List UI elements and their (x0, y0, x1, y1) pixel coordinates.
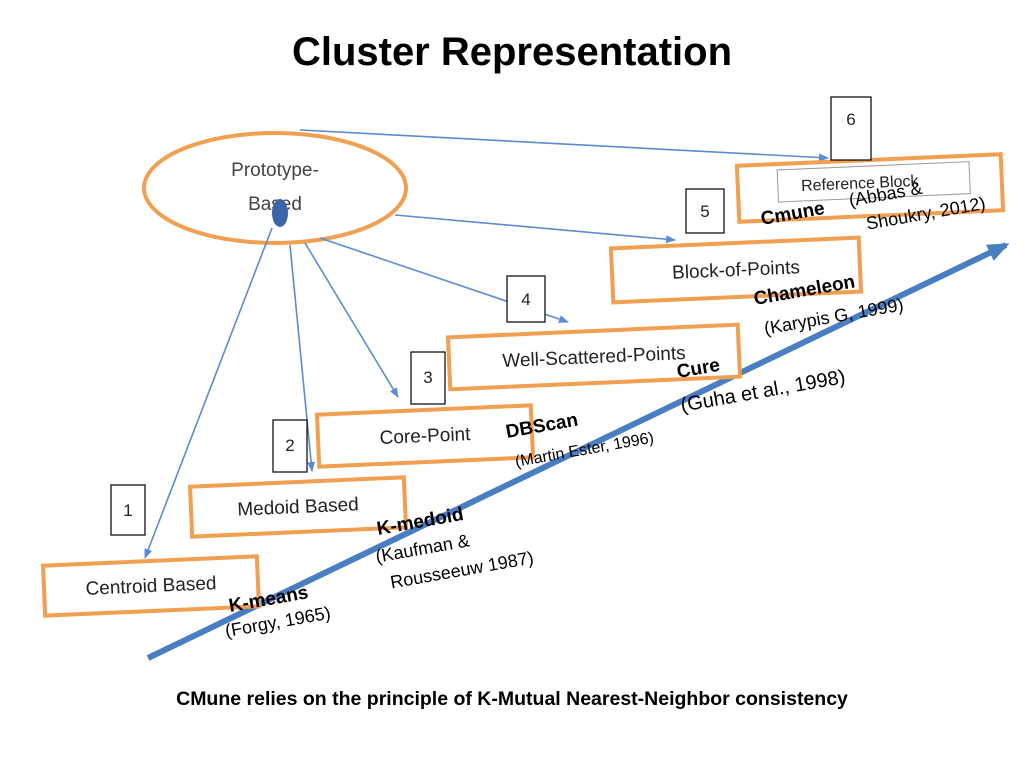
connector-arrows (144, 129, 829, 559)
arrow-to-centroid (144, 227, 273, 559)
stage-number: 5 (700, 202, 709, 221)
stage-label: Reference Block (801, 173, 920, 195)
stage-number: 6 (846, 110, 855, 129)
stage-medoid-based: Medoid Based 2 (187, 419, 409, 539)
stage-reference-block: Reference Block 6 (734, 96, 1006, 224)
arrow-to-reference-block (299, 129, 829, 162)
slide-title: Cluster Representation (291, 30, 733, 74)
slide-caption: CMune relies on the principle of K-Mutua… (176, 688, 848, 710)
stage-well-scattered-points: Well-Scattered-Points 4 (445, 275, 743, 392)
arrow-to-core-point (304, 242, 399, 398)
stage-label: Core-Point (379, 424, 471, 449)
arrow-to-block-of-points (394, 214, 676, 244)
stage-number: 2 (285, 436, 294, 455)
prototype-based-label-line1: Prototype- (231, 160, 319, 181)
stage-core-point: Core-Point 3 (314, 351, 536, 469)
arrow-to-medoid (289, 244, 316, 472)
timeline-arrow (146, 242, 1010, 661)
stage-number: 3 (423, 368, 432, 387)
stage-block-of-points: Block-of-Points 5 (608, 188, 864, 305)
prototype-based-node: Prototype- Based (142, 131, 408, 245)
stage-number: 4 (521, 290, 530, 309)
stage-number: 1 (123, 501, 132, 520)
stage-centroid-based: Centroid Based 1 (40, 484, 262, 618)
connector-dot (272, 199, 288, 227)
